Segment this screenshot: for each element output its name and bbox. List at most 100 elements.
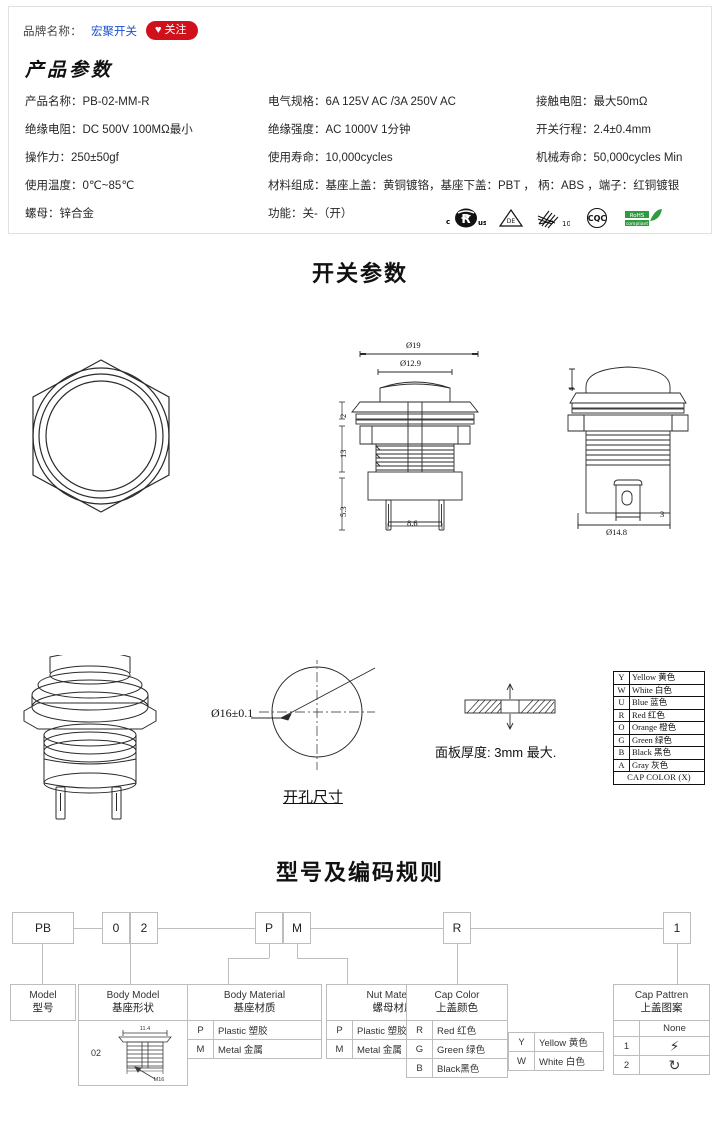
table-row: B Black黑色 bbox=[406, 1058, 508, 1078]
spec-grid: 产品名称：PB-02-MM-R 电气规格：6A 125V AC /3A 250V… bbox=[25, 95, 701, 235]
dim-8-6: 8.6 bbox=[407, 518, 418, 528]
dim-2: 2 bbox=[338, 413, 348, 418]
cap-color-name-r: Red 红色 bbox=[432, 1020, 508, 1040]
table-cap-pattern: Cap Pattren 上盖图案 None 1 ⚡ 2 ↻ bbox=[613, 984, 710, 1075]
cap-color-key: U bbox=[613, 696, 630, 710]
leader-line bbox=[130, 944, 131, 984]
cap-color-name: Red 红色 bbox=[629, 708, 705, 722]
model-coding-diagram: PB 0 2 P M R 1 Model 型号 bbox=[0, 900, 720, 1120]
follow-button-label: 关注 bbox=[164, 24, 187, 36]
table-model: Model 型号 bbox=[10, 984, 76, 1021]
cap-color-key: O bbox=[613, 721, 630, 735]
connector-line bbox=[74, 928, 102, 929]
table-body-model-figure-cell: 02 bbox=[78, 1020, 188, 1086]
spec-row: 螺母：锌合金 功能：关-（开） bbox=[25, 207, 701, 235]
table-cap-pattern-header-cn: 上盖图案 bbox=[640, 1002, 683, 1014]
cap-color-footer: CAP COLOR (X) bbox=[613, 771, 705, 785]
connector-line bbox=[158, 928, 255, 929]
code-token-body-material[interactable]: P bbox=[255, 912, 283, 944]
brand-row: 品牌名称： 宏聚开关 ♥ 关注 bbox=[23, 21, 198, 40]
svg-text:c: c bbox=[446, 218, 450, 226]
spec-contact-resistance: 接触电阻：最大50mΩ bbox=[536, 96, 648, 108]
table-row: W White 白色 bbox=[508, 1051, 604, 1071]
spec-function: 功能：关-（开） bbox=[268, 208, 353, 220]
cap-color-name-w: White 白色 bbox=[534, 1051, 604, 1071]
table-body-model-header-en: Body Model bbox=[106, 990, 160, 1001]
cap-color-key-r: R bbox=[406, 1020, 433, 1040]
cap-color-name: Orange 橙色 bbox=[629, 721, 705, 735]
table-body-material-header-cn: 基座材质 bbox=[233, 1002, 276, 1014]
body-material-name-m: Metal 金属 bbox=[213, 1039, 322, 1059]
code-token-cap-pattern[interactable]: 1 bbox=[663, 912, 691, 944]
cap-color-name: Blue 蓝色 bbox=[629, 696, 705, 710]
switch-rear-view: 4 3 Ø14.8 bbox=[548, 345, 708, 545]
cap-pattern-name-none: None bbox=[639, 1020, 710, 1037]
code-token-nut-material[interactable]: M bbox=[283, 912, 311, 944]
table-cap-color: Cap Color 上盖颜色 R Red 红色 G Green 绿色 B Bla… bbox=[406, 984, 508, 1078]
panel-thickness-note: 面板厚度: 3mm 最大. bbox=[435, 745, 557, 760]
table-row: None bbox=[613, 1020, 710, 1037]
svg-text:DE: DE bbox=[507, 218, 516, 225]
spec-row: 使用温度：0℃~85℃ 材料组成：基座上盖：黄铜镀铬，基座下盖：PBT ， 柄：… bbox=[25, 179, 701, 207]
table-body-material-header: Body Material 基座材质 bbox=[187, 984, 322, 1021]
cap-color-key: B bbox=[613, 746, 630, 760]
spec-operating-force: 操作力：250±50gf bbox=[25, 152, 119, 164]
table-model-header-cn: 型号 bbox=[32, 1002, 54, 1014]
cap-color-key-y: Y bbox=[508, 1032, 535, 1052]
table-row: G Green 绿色 bbox=[406, 1039, 508, 1059]
dim-diameter-12-9: Ø12.9 bbox=[400, 358, 422, 368]
svg-text:Ꞧ: Ꞧ bbox=[460, 212, 471, 226]
spec-electrical-life: 使用寿命：10,000cycles bbox=[268, 152, 393, 164]
code-token-model[interactable]: PB bbox=[12, 912, 74, 944]
body-material-key-m: M bbox=[187, 1039, 214, 1059]
table-cap-color-header-cn: 上盖颜色 bbox=[436, 1002, 478, 1014]
panel-thickness-view: 面板厚度: 3mm 最大. bbox=[435, 680, 575, 760]
brand-name-link[interactable]: 宏聚开关 bbox=[91, 25, 137, 38]
leader-line bbox=[297, 958, 347, 959]
table-body-material: Body Material 基座材质 P Plastic 塑胶 M Metal … bbox=[187, 984, 322, 1059]
table-body-model-header-cn: 基座形状 bbox=[112, 1002, 154, 1014]
cap-color-key-w: W bbox=[508, 1051, 535, 1071]
spec-dielectric-strength: 绝缘强度：AC 1000V 1分钟 bbox=[268, 124, 411, 136]
table-body-material-header-en: Body Material bbox=[223, 990, 286, 1001]
switch-side-section-view: Ø19 Ø12.9 2 13 5.3 8.6 bbox=[330, 340, 510, 540]
svg-text:11.4: 11.4 bbox=[140, 1026, 150, 1032]
svg-text:us: us bbox=[478, 219, 486, 227]
table-row: Y Yellow 黄色 bbox=[508, 1032, 604, 1052]
code-token-cap-color[interactable]: R bbox=[443, 912, 471, 944]
cap-color-key: A bbox=[613, 758, 630, 772]
body-material-name-p: Plastic 塑胶 bbox=[213, 1020, 322, 1040]
table-cap-pattern-header-en: Cap Pattren bbox=[634, 990, 689, 1001]
spec-row: 绝缘电阻：DC 500V 100MΩ最小 绝缘强度：AC 1000V 1分钟 开… bbox=[25, 123, 701, 151]
code-token-body-model-2[interactable]: 2 bbox=[130, 912, 158, 944]
body-material-key-p: P bbox=[187, 1020, 214, 1040]
connector-line bbox=[471, 928, 663, 929]
leader-line bbox=[42, 944, 43, 984]
dim-5-3: 5.3 bbox=[338, 506, 348, 517]
leader-line bbox=[297, 944, 298, 958]
rohs-compliant-icon: RoHS compliant bbox=[624, 205, 664, 231]
table-cap-color-header-en: Cap Color bbox=[434, 990, 480, 1001]
cap-color-key: Y bbox=[613, 671, 630, 685]
spec-travel: 开关行程：2.4±0.4mm bbox=[536, 124, 651, 136]
code-token-body-model-0[interactable]: 0 bbox=[102, 912, 130, 944]
table-body-model: Body Model 基座形状 02 bbox=[78, 984, 188, 1086]
table-row: 2 ↻ bbox=[613, 1055, 710, 1075]
table-row: R Red 红色 bbox=[406, 1020, 508, 1040]
cap-color-key-b: B bbox=[406, 1058, 433, 1078]
follow-button[interactable]: ♥ 关注 bbox=[146, 21, 198, 40]
dim-hole-diameter: Ø16±0.1 bbox=[211, 706, 254, 720]
cap-color-key: G bbox=[613, 733, 630, 747]
page-title: 产品参数 bbox=[25, 59, 114, 81]
cap-pattern-key-none bbox=[613, 1020, 640, 1037]
table-cap-color-extra: Y Yellow 黄色 W White 白色 bbox=[508, 1032, 604, 1071]
cap-color-name: Green 绿色 bbox=[629, 733, 705, 747]
panel-cutout-view: Ø16±0.1 开孔尺寸 bbox=[211, 654, 390, 806]
table-model-header: Model 型号 bbox=[10, 984, 76, 1021]
dim-3: 3 bbox=[660, 509, 665, 519]
certification-logos: c Ꞧ us DE 10 bbox=[446, 205, 664, 231]
dim-13: 13 bbox=[338, 449, 348, 459]
